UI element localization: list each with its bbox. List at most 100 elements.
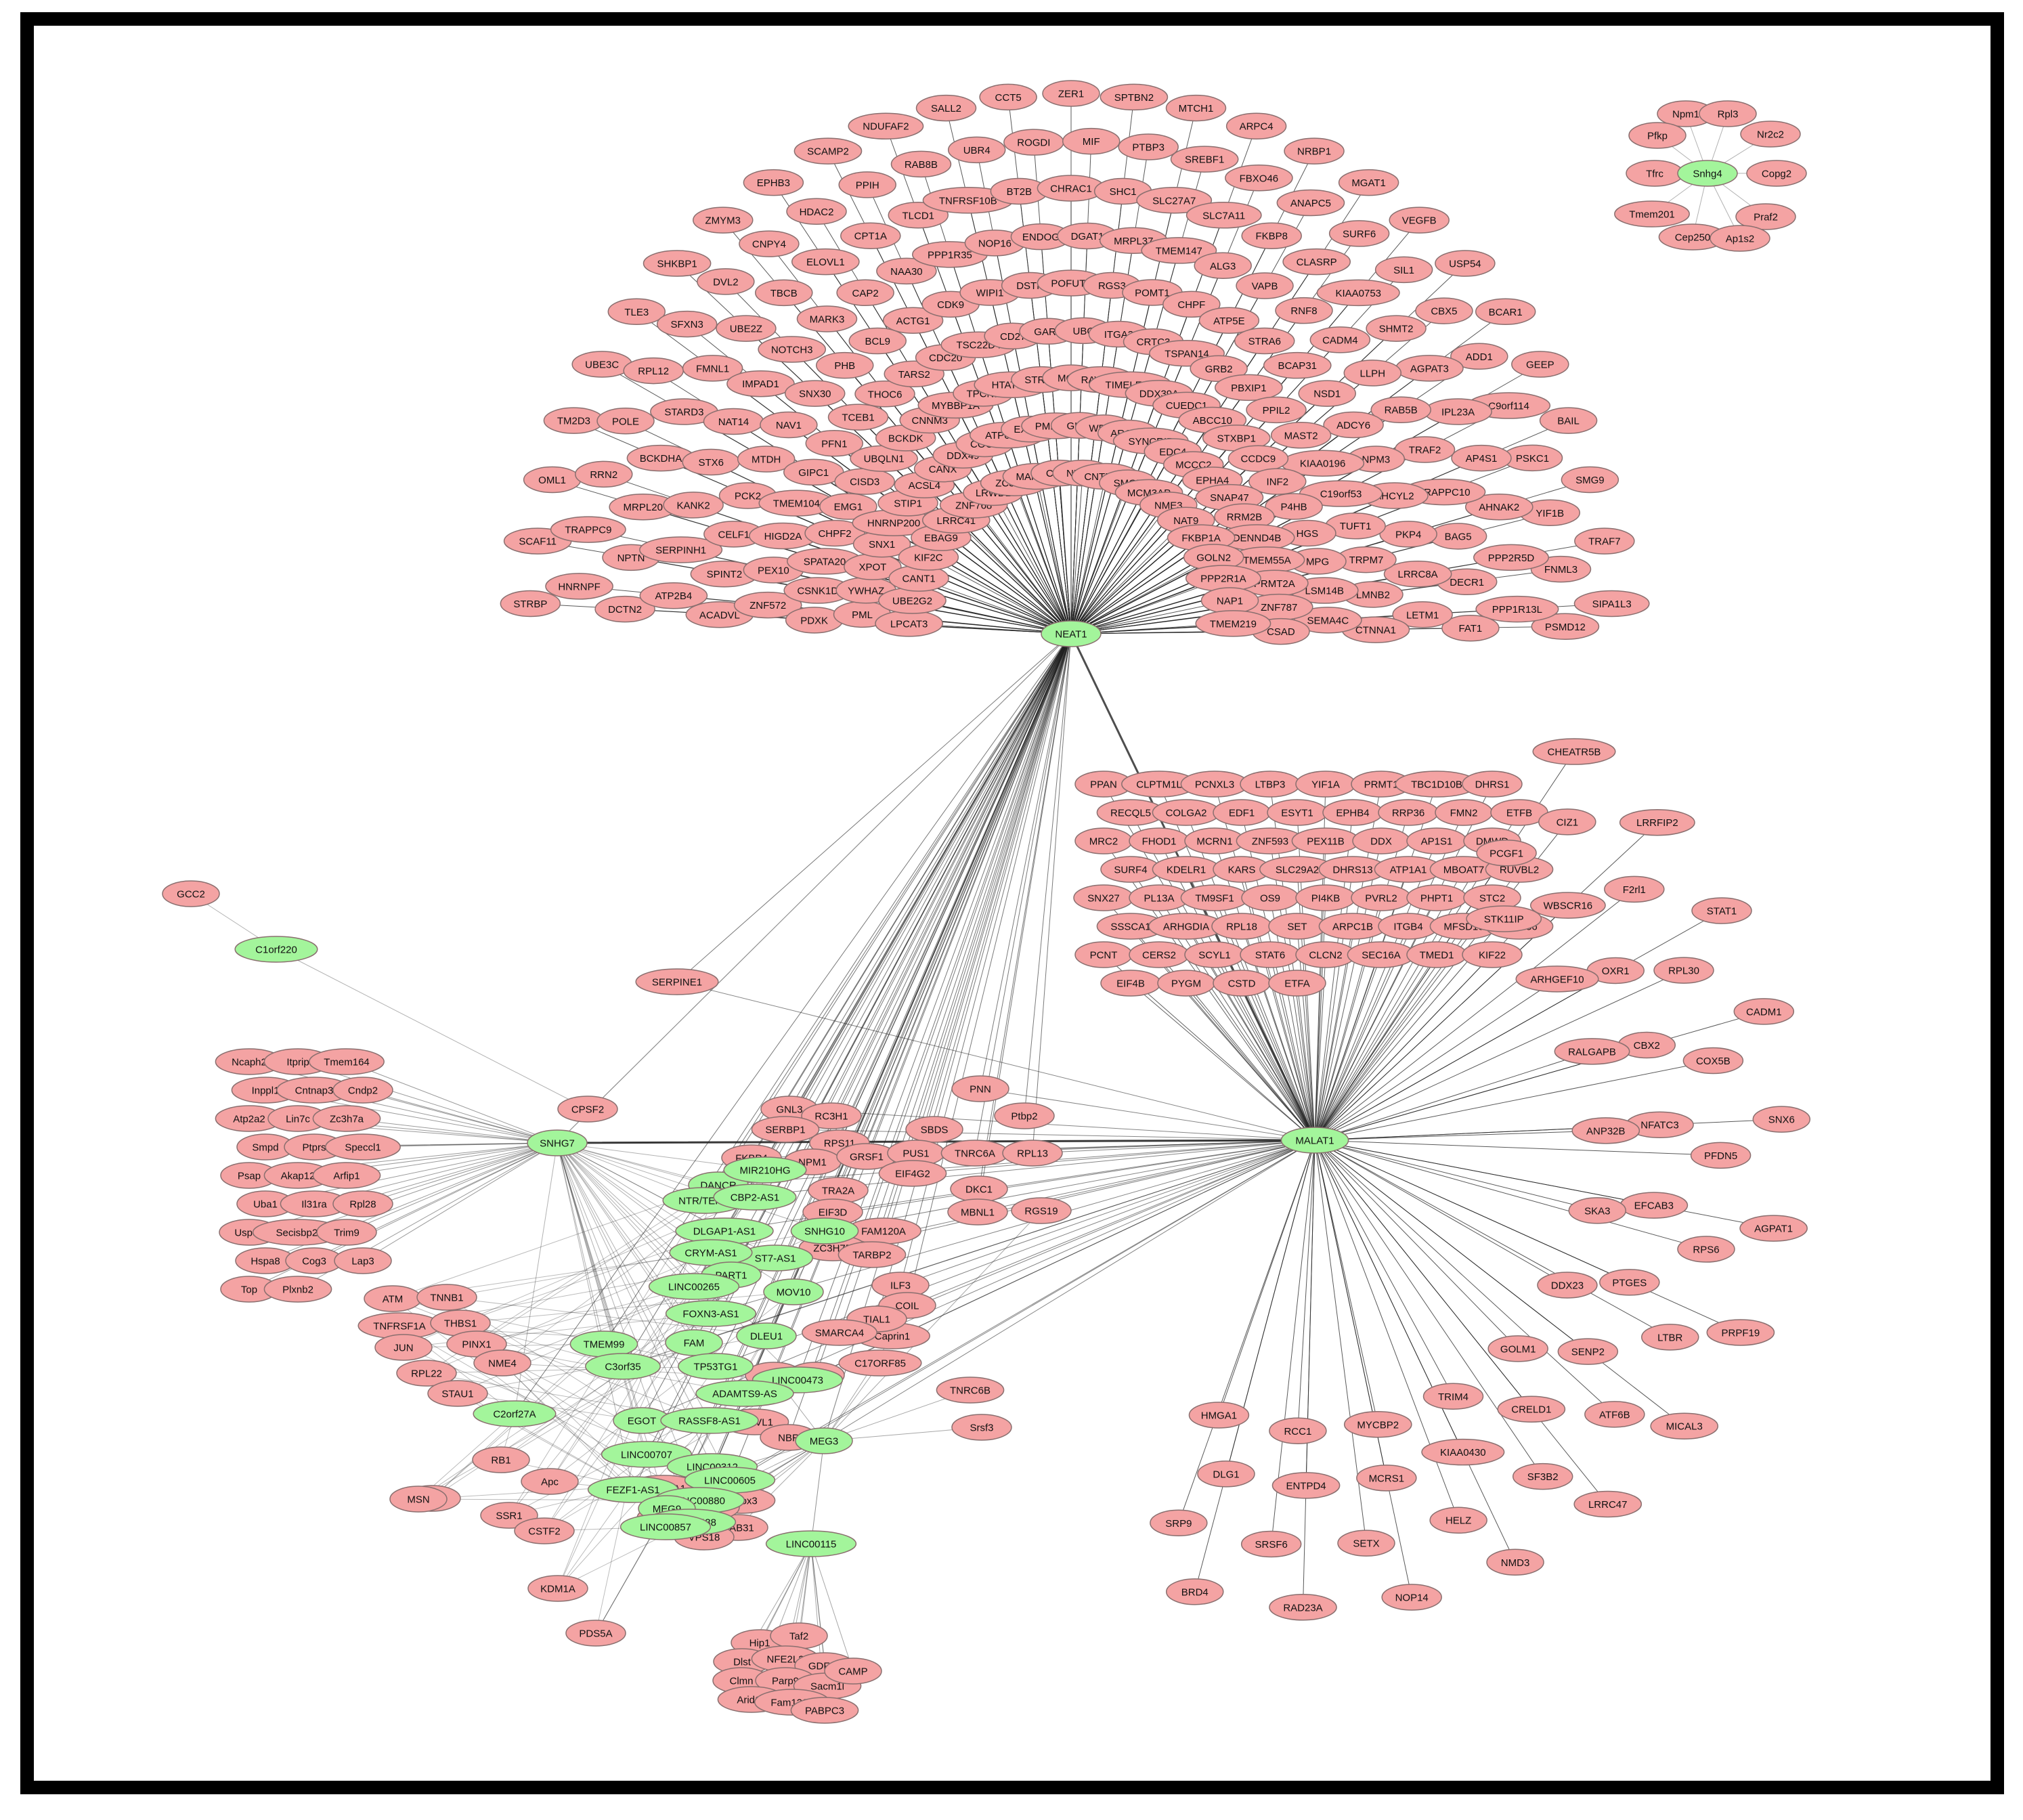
target-node-elovl1[interactable]: ELOVL1 [791,248,860,276]
target-node-phpt1[interactable]: PHPT1 [1406,884,1467,911]
lncrna-node-dleu1[interactable]: DLEU1 [736,1322,797,1349]
target-node-gipc1[interactable]: GIPC1 [783,458,844,486]
target-node-rpl12[interactable]: RPL12 [623,357,684,385]
target-node-fhod1[interactable]: FHOD1 [1129,827,1190,854]
target-node-mycbp2[interactable]: MYCBP2 [1343,1411,1412,1438]
target-node-copg2[interactable]: Copg2 [1746,160,1807,187]
target-node-ephb3[interactable]: EPHB3 [743,169,804,196]
target-node-speccl1[interactable]: Speccl1 [325,1133,401,1161]
target-node-cndp2[interactable]: Cndp2 [332,1077,393,1104]
target-node-chpf2[interactable]: CHPF2 [804,519,865,547]
target-node-nsd1[interactable]: NSD1 [1298,380,1356,407]
target-node-inf2[interactable]: INF2 [1248,468,1307,495]
target-node-tm9sf1[interactable]: TM9SF1 [1180,884,1249,911]
target-node-znf787[interactable]: ZNF787 [1244,593,1313,621]
lncrna-node-foxn3-as1[interactable]: FOXN3-AS1 [665,1300,757,1327]
target-node-tle3[interactable]: TLE3 [607,298,666,326]
target-node-grb2[interactable]: GRB2 [1190,355,1248,383]
target-node-ap1s2[interactable]: Ap1s2 [1710,225,1770,252]
target-node-rnf8[interactable]: RNF8 [1275,297,1333,324]
target-node-rrn2[interactable]: RRN2 [575,460,633,488]
target-node-pl13a[interactable]: PL13A [1129,884,1190,911]
lncrna-node-c2orf27a[interactable]: C2orf27A [473,1400,557,1427]
target-node-os9[interactable]: OS9 [1241,884,1299,911]
target-node-ubr4[interactable]: UBR4 [947,136,1006,164]
target-node-ltbr[interactable]: LTBR [1641,1324,1699,1351]
lncrna-node-c1orf220[interactable]: C1orf220 [234,936,318,963]
lncrna-node-snhg10[interactable]: SNHG10 [790,1217,859,1244]
target-node-rgs19[interactable]: RGS19 [1011,1197,1072,1224]
target-node-snx1[interactable]: SNX1 [852,530,911,558]
target-node-cant1[interactable]: CANT1 [888,565,949,592]
target-node-fmnl1[interactable]: FMNL1 [682,355,743,382]
target-node-camp[interactable]: CAMP [824,1658,882,1685]
target-node-helz[interactable]: HELZ [1429,1507,1487,1534]
target-node-rab8b[interactable]: RAB8B [890,150,952,178]
target-node-slc27a7[interactable]: SLC27A7 [1136,187,1213,214]
lncrna-node-rassf8-as1[interactable]: RASSF8-AS1 [660,1407,759,1434]
target-node-clptm1l[interactable]: CLPTM1L [1121,771,1197,798]
target-node-smarca4[interactable]: SMARCA4 [802,1319,877,1346]
target-node-kars[interactable]: KARS [1213,856,1271,883]
target-node-pygm[interactable]: PYGM [1157,970,1215,997]
target-node-pds5a[interactable]: PDS5A [565,1620,626,1647]
target-node-bcar1[interactable]: BCAR1 [1475,298,1536,326]
target-node-stk11ip[interactable]: STK11IP [1466,905,1542,932]
target-node-atf6b[interactable]: ATF6B [1584,1401,1645,1428]
target-node-stau1[interactable]: STAU1 [427,1380,488,1407]
target-node-mical3[interactable]: MICAL3 [1650,1412,1719,1439]
target-node-mgat1[interactable]: MGAT1 [1338,169,1399,196]
target-node-eif4g2[interactable]: EIF4G2 [878,1160,947,1187]
lncrna-node-meg3[interactable]: MEG3 [795,1427,853,1454]
target-node-strbp[interactable]: STRBP [500,590,561,618]
target-node-nfatc3[interactable]: NFATC3 [1626,1111,1694,1138]
target-node-surf6[interactable]: SURF6 [1328,220,1390,247]
target-node-ddx[interactable]: DDX [1352,827,1410,854]
target-node-sil1[interactable]: SIL1 [1374,256,1433,284]
target-node-trappc9[interactable]: TRAPPC9 [550,516,626,543]
target-node-mbnl1[interactable]: MBNL1 [947,1198,1008,1226]
lncrna-node-adamts9-as[interactable]: ADAMTS9-AS [695,1380,794,1407]
target-node-nme4[interactable]: NME4 [473,1349,531,1377]
target-node-recql5[interactable]: RECQL5 [1096,799,1165,826]
target-node-dkc1[interactable]: DKC1 [950,1175,1008,1202]
target-node-smg9[interactable]: SMG9 [1561,466,1619,494]
target-node-surf4[interactable]: SURF4 [1100,856,1161,883]
target-node-taf2[interactable]: Taf2 [770,1622,828,1649]
target-node-lin7c[interactable]: Lin7c [267,1105,328,1132]
target-node-traf2[interactable]: TRAF2 [1394,436,1456,463]
target-node-endog[interactable]: ENDOG [1010,223,1072,251]
lncrna-node-snhg4[interactable]: Snhg4 [1677,160,1738,187]
target-node-fmn2[interactable]: FMN2 [1435,799,1493,826]
target-node-tnfrsf10b[interactable]: TNFRSF10B [922,187,1014,214]
target-node-sec16a[interactable]: SEC16A [1347,941,1416,968]
target-node-higd2a[interactable]: HIGD2A [749,522,817,550]
target-node-nat14[interactable]: NAT14 [703,408,764,435]
target-node-oxr1[interactable]: OXR1 [1586,957,1645,984]
target-node-csnk1d[interactable]: CSNK1D [783,577,852,604]
target-node-ppil2[interactable]: PPIL2 [1246,396,1307,424]
target-node-dctn2[interactable]: DCTN2 [594,595,655,623]
lncrna-node-neat1[interactable]: NEAT1 [1041,620,1102,647]
target-node-rcc1[interactable]: RCC1 [1269,1417,1327,1445]
target-node-pnn[interactable]: PNN [951,1075,1009,1102]
target-node-cbx2[interactable]: CBX2 [1617,1031,1676,1059]
target-node-cstf2[interactable]: CSTF2 [514,1517,575,1544]
target-node-ccdc9[interactable]: CCDC9 [1227,445,1289,472]
target-node-fat1[interactable]: FAT1 [1441,614,1500,642]
target-node-stat6[interactable]: STAT6 [1240,941,1301,968]
target-node-ube2z[interactable]: UBE2Z [716,315,777,342]
target-node-ddx23[interactable]: DDX23 [1537,1272,1598,1299]
target-node-ap4s1[interactable]: AP4S1 [1451,444,1512,472]
target-node-dhrs1[interactable]: DHRS1 [1462,771,1523,798]
target-node-senp2[interactable]: SENP2 [1557,1338,1619,1365]
target-node-jun[interactable]: JUN [374,1334,433,1361]
lncrna-node-snhg7[interactable]: SNHG7 [527,1129,588,1156]
target-node-ube2g2[interactable]: UBE2G2 [878,587,947,614]
target-node-sema4c[interactable]: SEMA4C [1294,607,1362,634]
target-node-srsf6[interactable]: SRSF6 [1240,1530,1302,1558]
target-node-mcrn1[interactable]: MCRN1 [1184,827,1245,854]
target-node-kiaa0753[interactable]: KIAA0753 [1316,279,1400,307]
target-node-tm2d3[interactable]: TM2D3 [543,407,605,434]
target-node-rps6[interactable]: RPS6 [1677,1236,1735,1263]
